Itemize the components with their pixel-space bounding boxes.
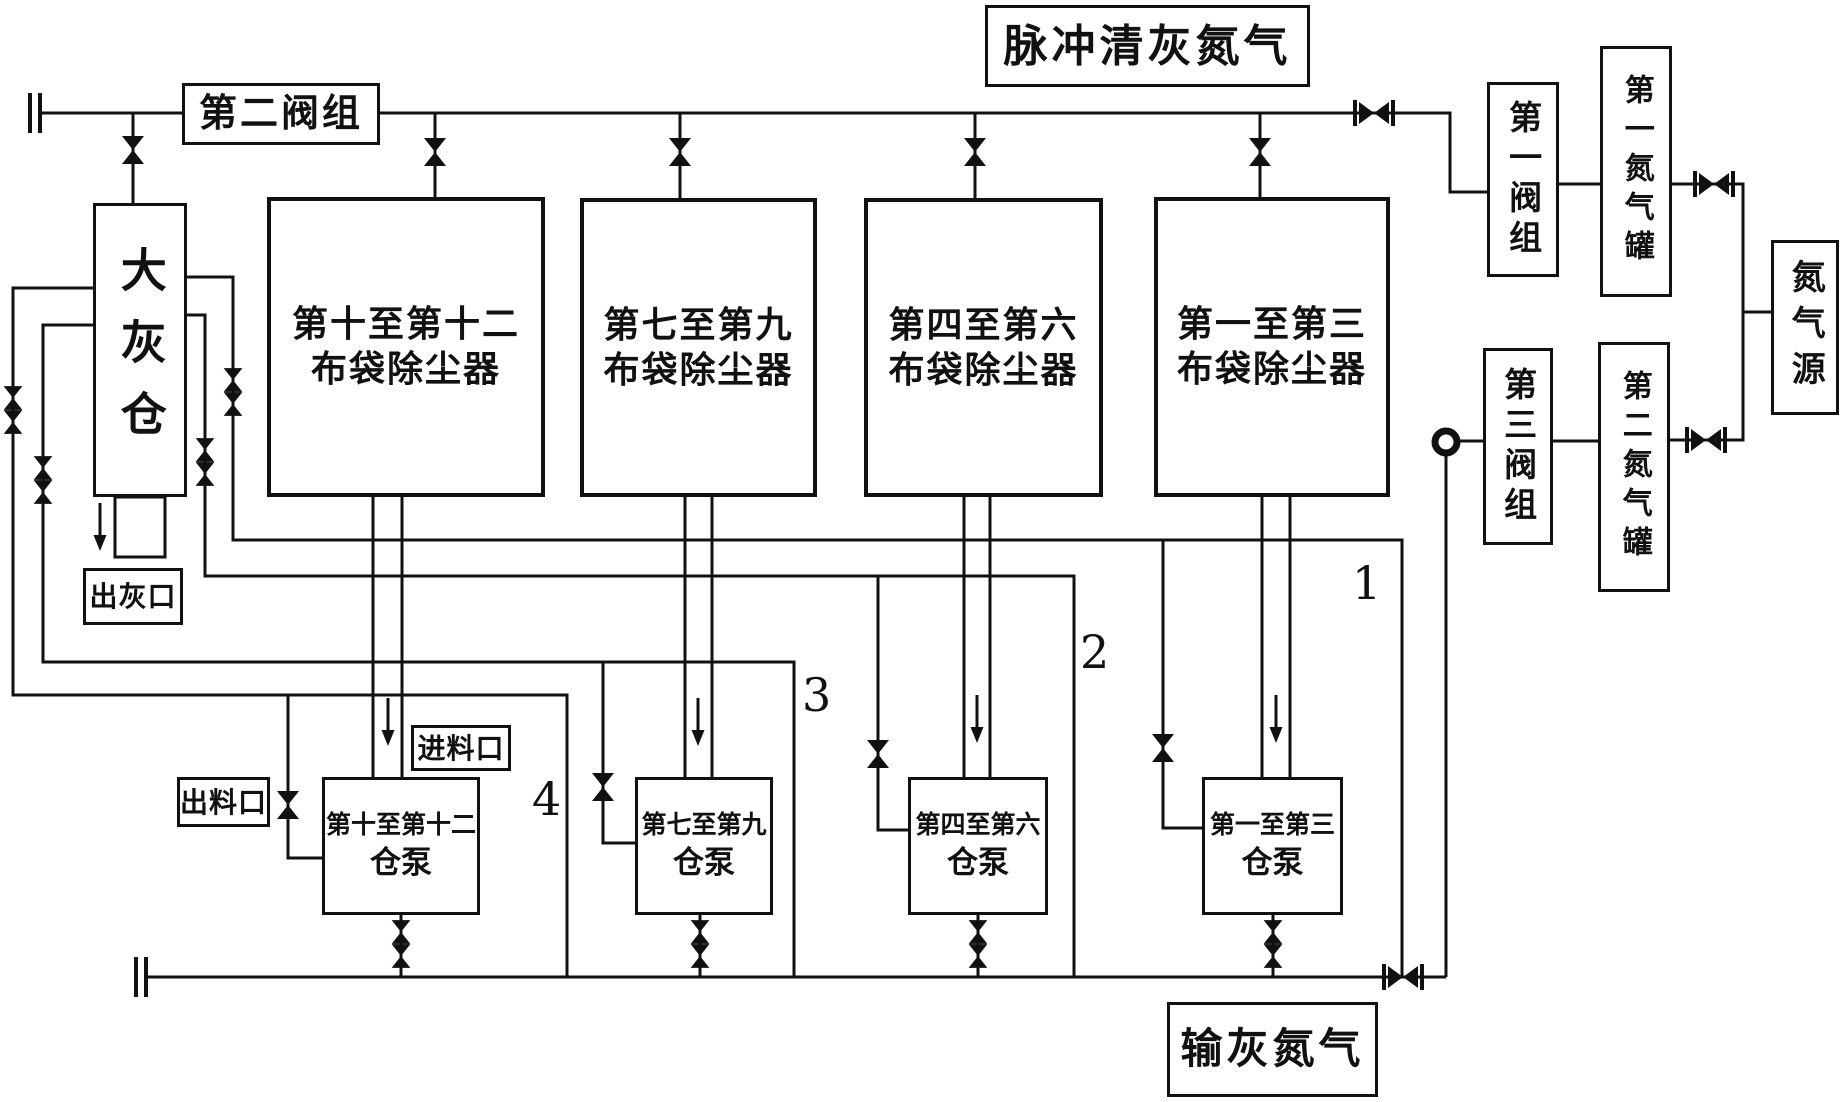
pipe-collector2-drop: [683, 497, 714, 777]
valve-icon: [424, 138, 446, 166]
flow-arrow-icon: [1268, 693, 1284, 745]
discharge-outlet-label: 出料口: [177, 777, 270, 827]
pipe-header-3: [41, 323, 796, 977]
collector-device: 布袋除尘器: [310, 349, 501, 390]
line-number-4: 4: [532, 772, 562, 826]
valve-group-1: 第一阀组: [1487, 82, 1559, 277]
pump-4-6: 第四至第六 仓泵: [908, 777, 1048, 915]
flow-arrow-icon: [969, 693, 985, 745]
silo-hopper: [113, 495, 167, 559]
flanged-valve-icon: [1693, 171, 1735, 197]
valve-icon: [964, 138, 986, 166]
pump-range: 第一至第三: [1209, 810, 1335, 839]
valve-icon: [592, 773, 614, 801]
collector-10-12: 第十至第十二 布袋除尘器: [267, 197, 545, 497]
pump-device: 仓泵: [1241, 845, 1304, 882]
nitrogen-tank-1: 第一氮气罐: [1600, 46, 1672, 297]
pump-1-3: 第一至第三 仓泵: [1202, 777, 1343, 915]
valve-group-2: 第二阀组: [182, 83, 380, 145]
collector-device: 布袋除尘器: [1176, 349, 1367, 390]
line-number-1: 1: [1352, 556, 1382, 610]
valve-icon: [867, 740, 889, 768]
pipe-pulse-main: [40, 111, 1487, 194]
pipe-header-4: [11, 286, 569, 977]
collector-device: 布袋除尘器: [888, 349, 1079, 391]
valve-group-3: 第三阀组: [1483, 348, 1553, 545]
collector-range: 第四至第六: [888, 304, 1079, 346]
pump-device: 仓泵: [673, 845, 735, 882]
flow-arrow-icon: [380, 696, 396, 748]
pipe-break-icon: [28, 91, 42, 135]
collector-range: 第七至第九: [603, 304, 794, 346]
flanged-valve-icon: [1685, 427, 1727, 453]
pulse-nitrogen-label: 脉冲清灰氮气: [985, 5, 1310, 87]
pump-device: 仓泵: [370, 845, 432, 882]
nitrogen-tank-2: 第二氮气罐: [1598, 342, 1670, 592]
collector-1-3: 第一至第三 布袋除尘器: [1154, 197, 1390, 497]
pipe-collector3-drop: [962, 497, 992, 777]
pipe-pump2-fluidize: [601, 662, 635, 845]
pump-range: 第四至第六: [915, 810, 1041, 839]
pump-10-12: 第十至第十二 仓泵: [322, 777, 480, 915]
flow-arrow-icon: [92, 501, 108, 553]
pipe-collector1-drop: [371, 497, 404, 777]
flanged-valve-icon: [1353, 100, 1395, 126]
pump-device: 仓泵: [947, 845, 1009, 882]
ash-silo: 大灰仓: [93, 203, 187, 497]
pipe-header-1: [187, 275, 1404, 977]
pipe-collector4-drop: [1260, 497, 1292, 777]
pump-range: 第七至第九: [641, 810, 767, 839]
valve-icon: [277, 791, 299, 819]
transport-nitrogen-label: 输灰氮气: [1167, 1002, 1378, 1097]
circle-fitting-icon: [1431, 427, 1461, 457]
valve-icon: [1152, 734, 1174, 762]
valve-icon: [669, 138, 691, 166]
valve-icon: [1249, 138, 1271, 166]
line-number-3: 3: [802, 668, 832, 722]
flow-arrow-icon: [690, 696, 706, 748]
pipe-tank1-source-tank2: [1670, 182, 1745, 442]
collector-range: 第十至第十二: [291, 304, 520, 345]
valve-icon: [122, 136, 144, 164]
pump-range: 第十至第十二: [325, 810, 476, 839]
collector-4-6: 第四至第六 布袋除尘器: [864, 198, 1103, 497]
collector-range: 第一至第三: [1176, 304, 1367, 345]
pipe-pump3-fluidize: [876, 576, 908, 832]
pipe-header-2: [187, 313, 1076, 977]
feed-inlet-label: 进料口: [411, 725, 511, 771]
nitrogen-source: 氮气源: [1771, 240, 1839, 415]
line-number-2: 2: [1080, 625, 1110, 679]
collector-device: 布袋除尘器: [603, 349, 794, 391]
collector-7-9: 第七至第九 布袋除尘器: [580, 198, 817, 497]
pipe-pump4-fluidize: [1161, 540, 1202, 830]
pipe-pump1-fluidize: [286, 695, 322, 860]
ash-outlet-label: 出灰口: [83, 568, 183, 625]
pump-7-9: 第七至第九 仓泵: [635, 777, 773, 915]
pipe-break-icon: [134, 955, 148, 999]
pipes: [11, 111, 1772, 979]
